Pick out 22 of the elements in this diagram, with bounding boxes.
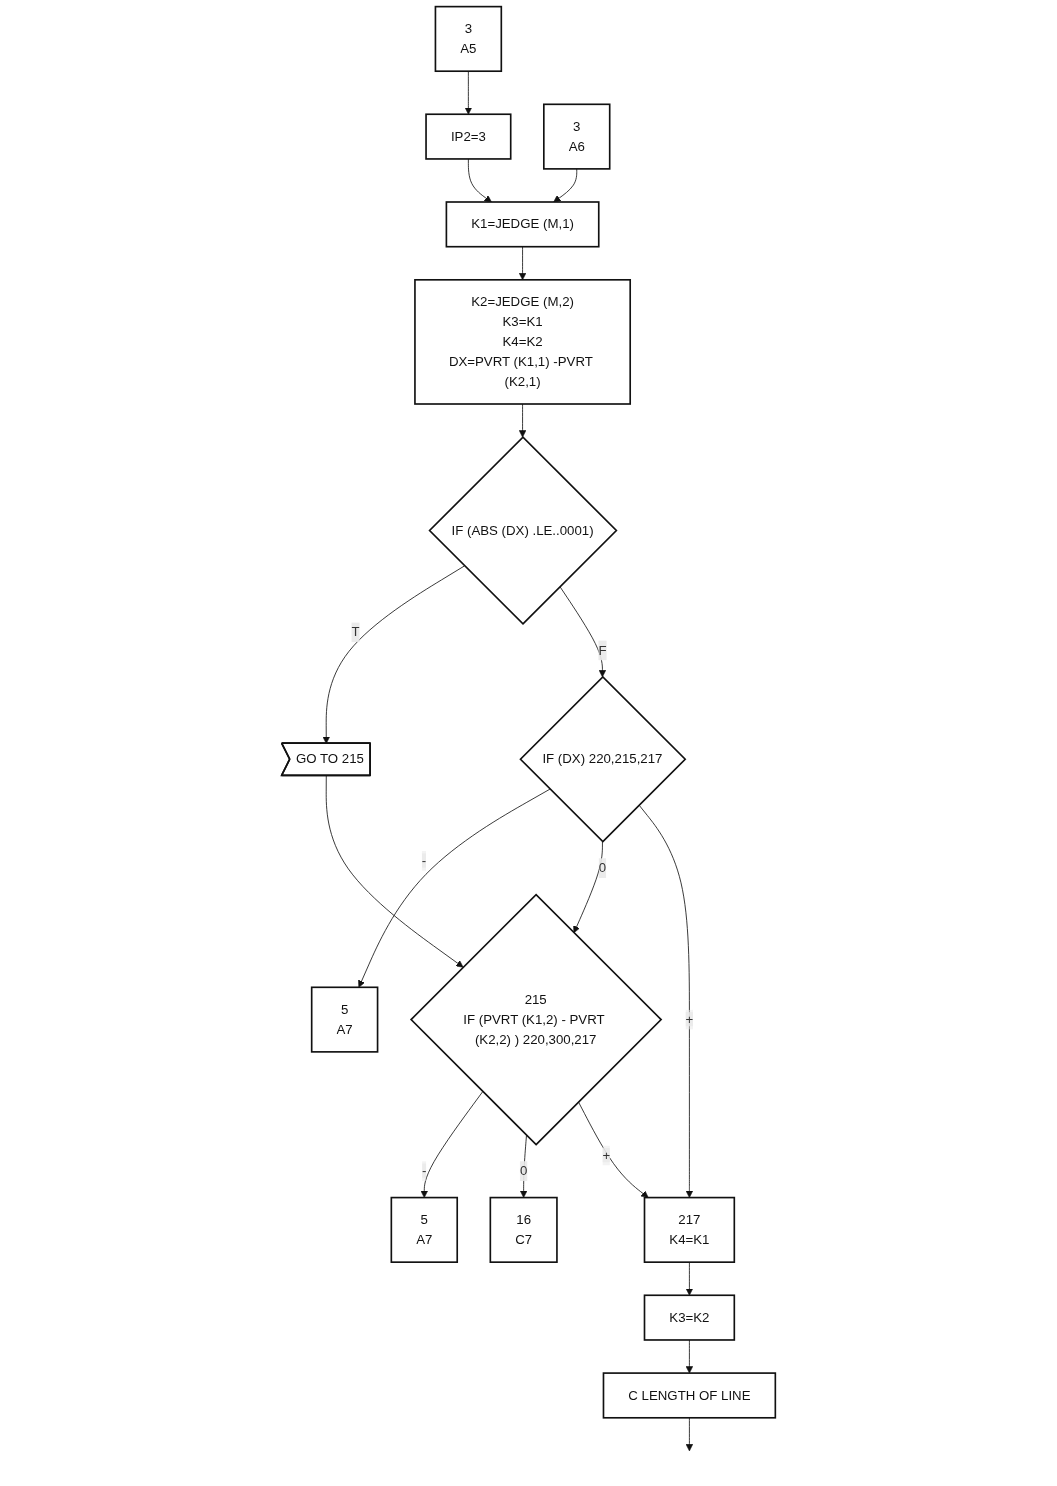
node-box: 3 A6: [543, 103, 611, 170]
edge-label: 0: [598, 860, 607, 875]
node-box: K3=K2: [643, 1294, 736, 1341]
node-box: 3 A5: [434, 5, 503, 73]
edge-label: 0: [519, 1163, 528, 1178]
node-diamond: 215 IF (PVRT (K1,2) - PVRT (K2,2) ) 220,300,217: [409, 893, 663, 1146]
node-box: IP2=3: [425, 113, 512, 160]
node-box: 217 K4=K1: [643, 1196, 736, 1263]
node-box: 5 A7: [390, 1196, 459, 1263]
edge-label: -: [422, 1163, 427, 1178]
edge-label: +: [685, 1012, 694, 1027]
edge-label: -: [421, 853, 427, 868]
edge-label: +: [602, 1148, 611, 1163]
edge-label: T: [351, 624, 360, 639]
node-box: 16 C7: [489, 1196, 558, 1263]
node-box: K2=JEDGE (M,2) K3=K1 K4=K2 DX=PVRT (K1,1) -PVRT (K2,1): [414, 279, 632, 405]
node-box: K1=JEDGE (M,1): [445, 201, 600, 248]
node-box: 5 A7: [310, 986, 379, 1053]
node-diamond: IF (ABS (DX) .LE..0001): [428, 435, 618, 626]
node-box: C LENGTH OF LINE: [602, 1372, 777, 1419]
node-diamond: IF (DX) 220,215,217: [519, 675, 687, 843]
edge-label: F: [598, 642, 607, 658]
